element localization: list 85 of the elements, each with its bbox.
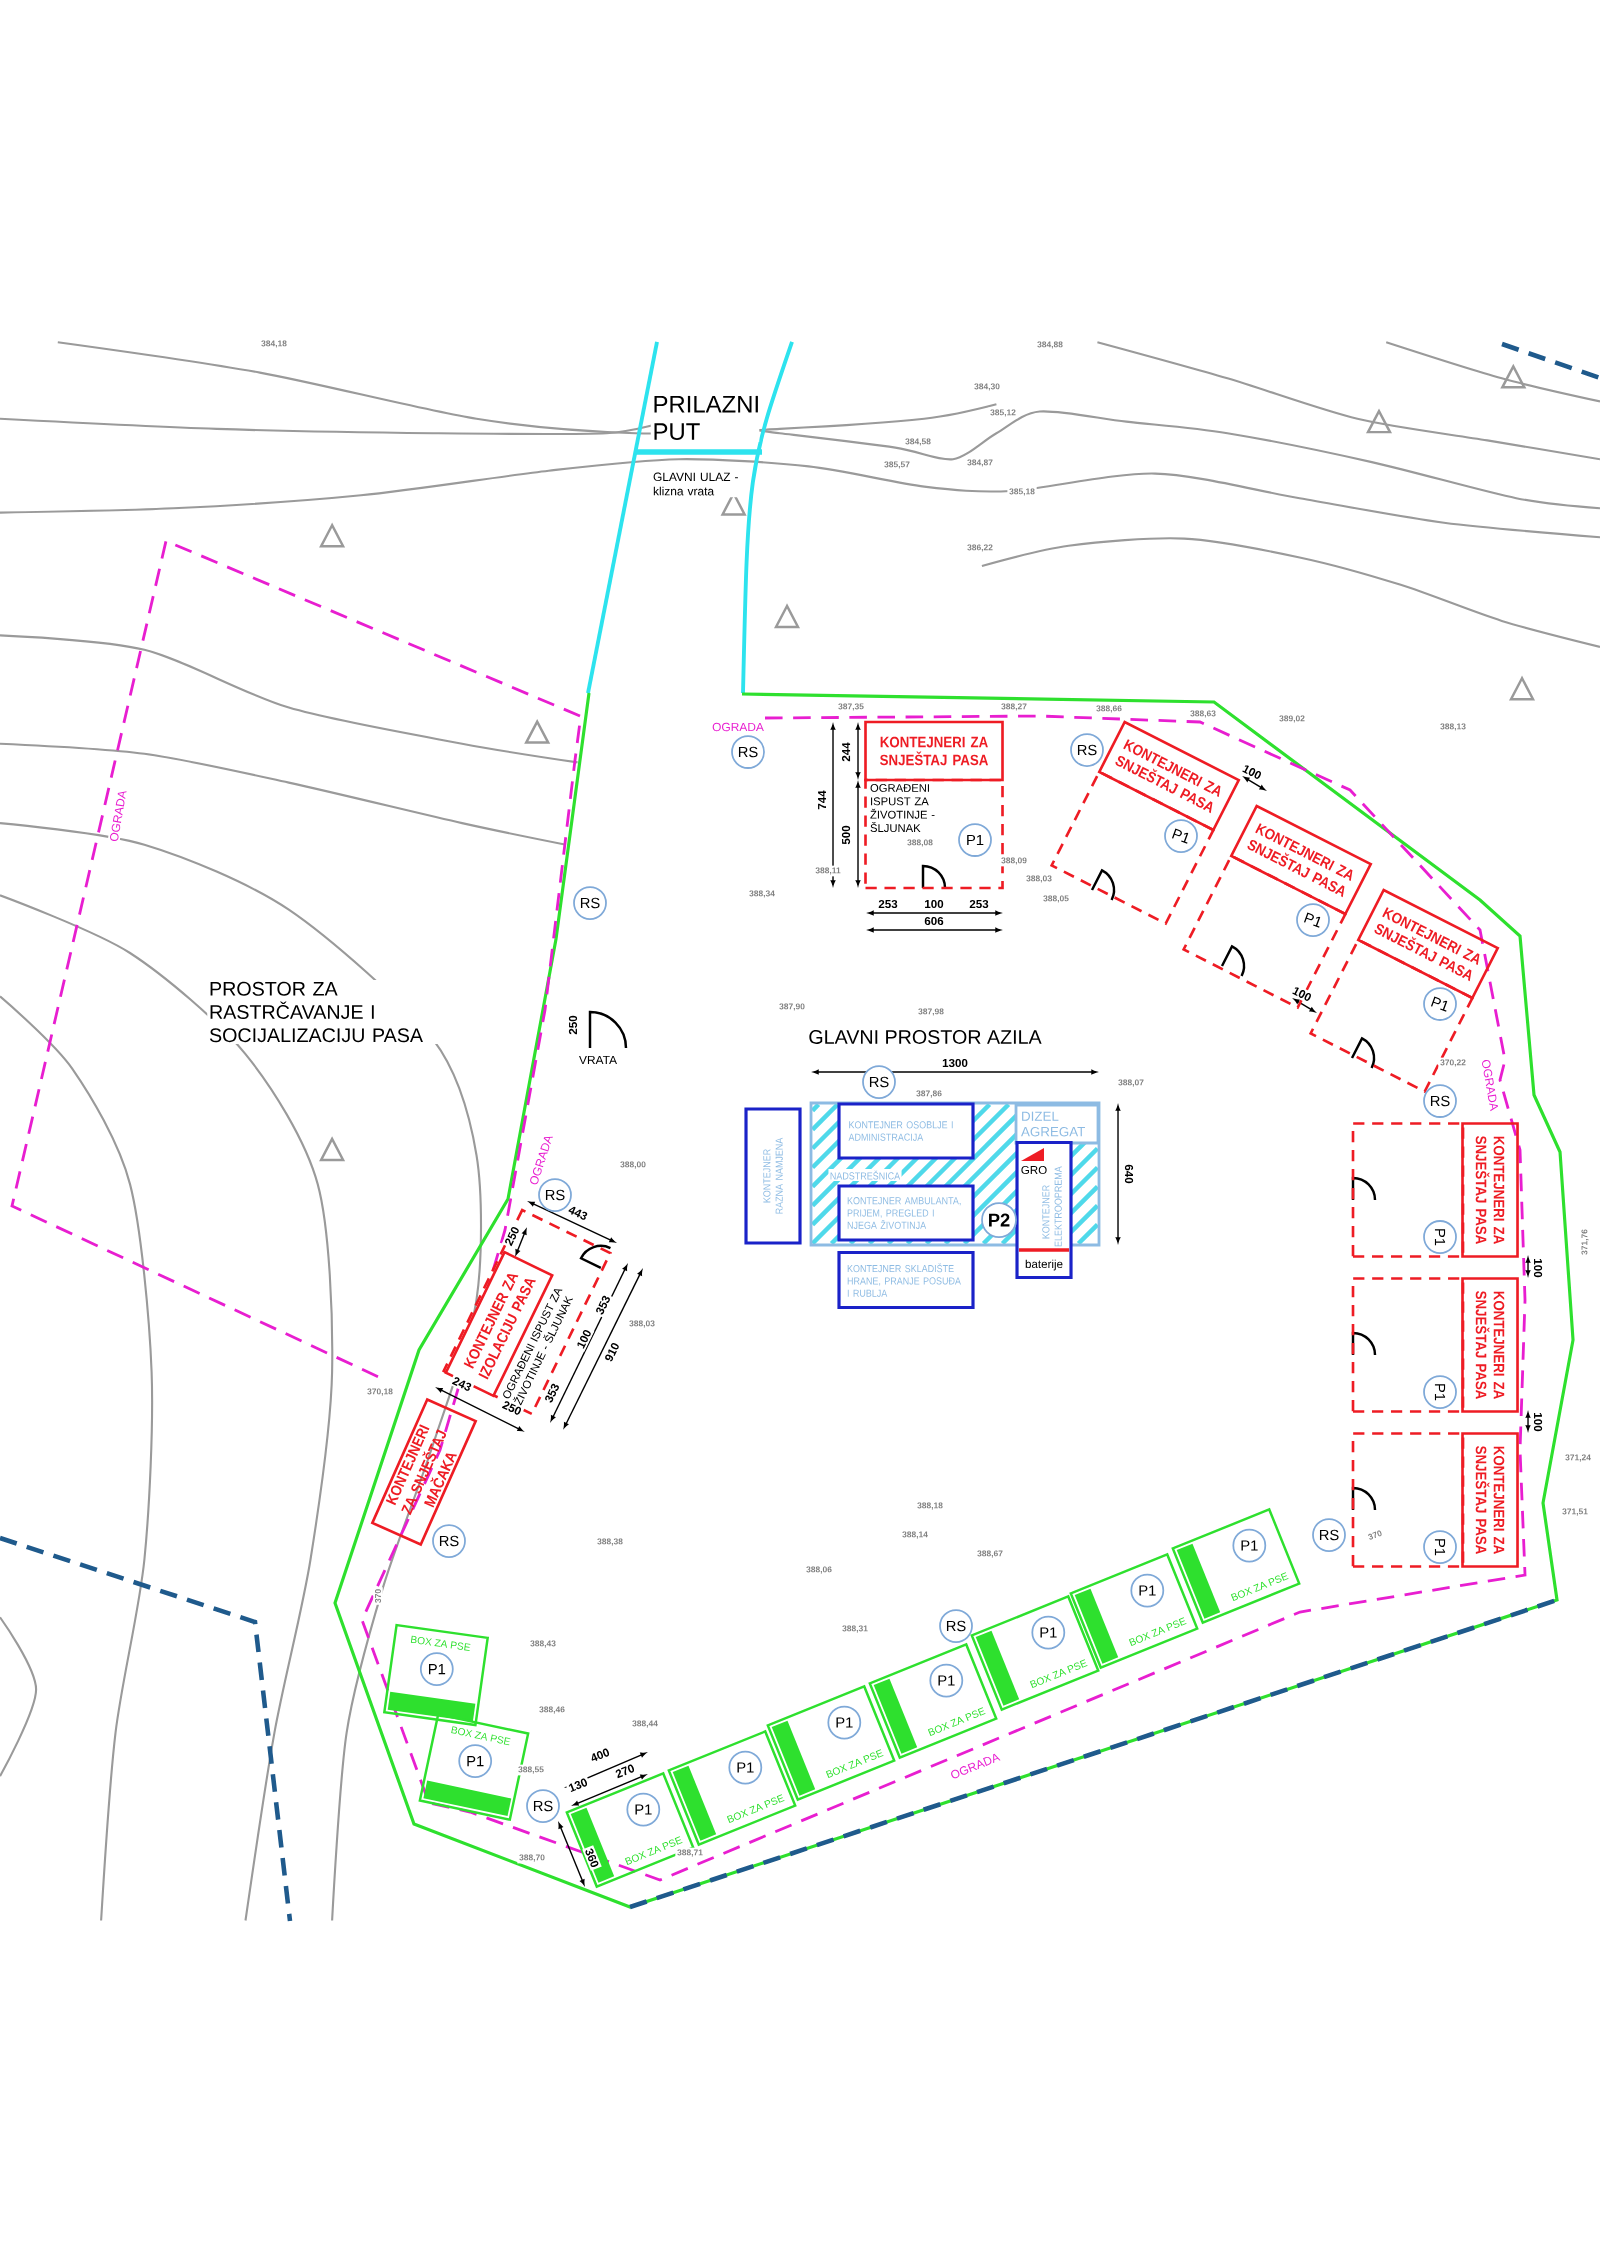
container-box: KONTEJNERI ZA SNJEŠTAJ PASA [1461, 1432, 1519, 1568]
dimension-label: 400 [587, 1745, 613, 1765]
dimension-label: 360 [582, 1845, 602, 1871]
spot-height: 370,18 [365, 1386, 395, 1398]
dimension-label: 744 [816, 788, 828, 812]
spot-height: 385,57 [882, 459, 912, 471]
spot-height: 388,67 [975, 1548, 1005, 1560]
container-box: KONTEJNER SKLADIŠTE HRANE, PRANJE POSUĐA I RUBLJA [837, 1250, 975, 1310]
door-label: VRATA [577, 1054, 619, 1066]
dimension-label: 244 [840, 740, 852, 764]
spot-height: 371,24 [1563, 1452, 1593, 1464]
spot-height: 370 [373, 1587, 383, 1605]
spot-height: 388,08 [905, 837, 935, 849]
spot-height: 384,18 [259, 338, 289, 350]
spot-height: 371,76 [1579, 1227, 1591, 1257]
spot-height: 388,34 [747, 888, 777, 900]
spot-height: 388,03 [1024, 873, 1054, 885]
dimension-label: 100 [1289, 983, 1315, 1005]
dimension-label: 100 [1532, 1410, 1544, 1434]
spot-height: 388,18 [915, 1500, 945, 1512]
dimension-label: 1300 [940, 1057, 970, 1069]
dimension-label: 100 [1532, 1256, 1544, 1280]
spot-height: 388,14 [900, 1529, 930, 1541]
spot-height: 384,87 [965, 457, 995, 469]
dimension-label: 250 [501, 1223, 523, 1249]
spot-height: 385,18 [1007, 486, 1037, 498]
dimension-label: 253 [876, 898, 900, 910]
dimension-label: 100 [573, 1326, 595, 1352]
spot-height: 388,43 [528, 1638, 558, 1650]
fence-label: OGRADA [1479, 1056, 1501, 1114]
spot-height: 388,06 [804, 1564, 834, 1576]
spot-height: 388,09 [999, 855, 1029, 867]
dimension-label: 130 [565, 1775, 591, 1795]
dimension-label: 253 [967, 898, 991, 910]
dimension-label: 353 [592, 1292, 614, 1318]
dimension-label: 100 [1239, 761, 1265, 783]
dimension-label: 100 [922, 898, 946, 910]
road-label: PRILAZNI PUT [650, 394, 760, 442]
spot-height: 387,90 [777, 1001, 807, 1013]
dimension-label: 243 [449, 1373, 475, 1395]
spot-height: 386,22 [965, 542, 995, 554]
container-box: KONTEJNERI ZA SNJEŠTAJ PASA [1461, 1122, 1519, 1258]
fenced-run [1351, 1277, 1465, 1413]
spot-height: 388,71 [675, 1847, 705, 1859]
container-box: KONTEJNERI ZA SNJEŠTAJ PASA [1461, 1277, 1519, 1413]
spot-height: 388,38 [595, 1536, 625, 1548]
spot-height: 388,27 [999, 701, 1029, 713]
spot-height: 388,46 [537, 1704, 567, 1716]
fence-label: OGRADA [107, 787, 129, 845]
spot-height: 387,86 [914, 1088, 944, 1100]
container-box: KONTEJNERI ZA SNJEŠTAJ PASA [864, 720, 1004, 782]
spot-height: 385,12 [988, 407, 1018, 419]
spot-height: 384,88 [1035, 339, 1065, 351]
spot-height: 384,30 [972, 381, 1002, 393]
spot-height: 388,66 [1094, 703, 1124, 715]
dimension-label: 640 [1123, 1162, 1135, 1186]
spot-height: 371,51 [1560, 1506, 1590, 1518]
spot-height: 388,31 [840, 1623, 870, 1635]
spot-height: 370 [1365, 1527, 1385, 1543]
spot-height: 388,44 [630, 1718, 660, 1730]
container-box: KONTEJNER AMBULANTA, PRIJEM, PREGLED I NJEGA ŽIVOTINJA [837, 1184, 975, 1242]
spot-height: 370,22 [1438, 1057, 1468, 1069]
spot-height: 388,03 [627, 1318, 657, 1330]
spot-height: 388,05 [1041, 893, 1071, 905]
spot-height: 387,35 [836, 701, 866, 713]
generator-box: DIZEL AGREGAT [1014, 1103, 1100, 1145]
dimension-label: 250 [567, 1013, 579, 1037]
dimension-label: 500 [840, 823, 852, 847]
spot-height: 384,58 [903, 436, 933, 448]
spot-height: 388,00 [618, 1159, 648, 1171]
spot-height: 388,07 [1116, 1077, 1146, 1089]
spot-height: 388,11 [813, 865, 843, 877]
fenced-run [1351, 1432, 1465, 1568]
spot-height: 389,02 [1277, 713, 1307, 725]
container-box: KONTEJNER OSOBLJE I ADMINISTRACIJA [837, 1102, 975, 1160]
container-box: KONTEJNER RAZNA NAMJENA [744, 1107, 802, 1245]
spot-height: 387,98 [916, 1006, 946, 1018]
spot-height: 388,13 [1438, 721, 1468, 733]
spot-height: 388,55 [516, 1764, 546, 1776]
dimension-label: 606 [922, 915, 946, 927]
gate-label: GLAVNI ULAZ - klizna vrata [651, 470, 743, 498]
fenced-run [1351, 1122, 1465, 1258]
spot-height: 388,70 [517, 1852, 547, 1864]
area-label: GLAVNI PROSTOR AZILA [806, 1028, 1044, 1046]
area-label: PROSTOR ZA RASTRČAVANJE I SOCIJALIZACIJU PASA [207, 980, 443, 1044]
